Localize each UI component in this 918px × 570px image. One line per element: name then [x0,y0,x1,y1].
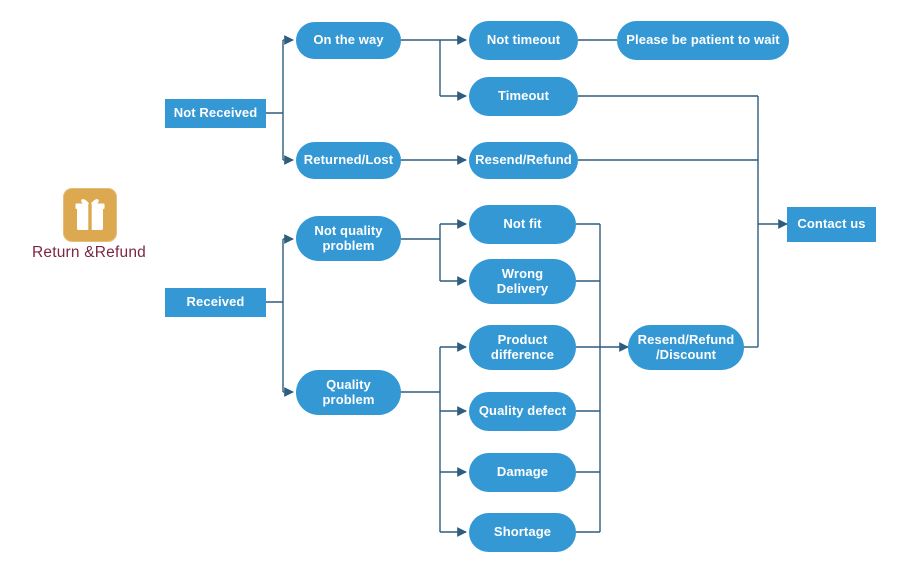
node-label: Contact us [797,216,866,232]
node-label: Product difference [490,331,555,362]
node-label: Not timeout [486,32,561,48]
node-label: Wrong Delivery [496,265,549,296]
node-label: Damage [496,464,549,480]
node-please-be-patient-to-wait[interactable]: Please be patient to wait [617,21,789,60]
node-shortage[interactable]: Shortage [469,513,576,552]
gift-icon [63,188,117,242]
node-resend-refund[interactable]: Resend/Refund [469,142,578,179]
node-received[interactable]: Received [165,288,266,317]
node-not-fit[interactable]: Not fit [469,205,576,244]
node-label: Received [186,294,245,310]
node-label: Quality problem [322,376,375,407]
node-returned-lost[interactable]: Returned/Lost [296,142,401,179]
node-label: Shortage [493,524,552,540]
node-timeout[interactable]: Timeout [469,77,578,116]
node-label: On the way [313,32,384,48]
root-node[interactable]: Return &Refund [14,188,164,266]
node-label: Please be patient to wait [626,32,780,48]
node-resend-refund-discount[interactable]: Resend/Refund /Discount [628,325,744,370]
node-contact-us[interactable]: Contact us [787,207,876,242]
node-product-difference[interactable]: Product difference [469,325,576,370]
node-label: Quality defect [478,403,567,419]
node-on-the-way[interactable]: On the way [296,22,401,59]
node-label: Not fit [503,216,542,232]
root-label: Return &Refund [32,244,146,261]
node-label: Returned/Lost [303,152,394,168]
node-not-received[interactable]: Not Received [165,99,266,128]
node-not-timeout[interactable]: Not timeout [469,21,578,60]
node-not-quality-problem[interactable]: Not quality problem [296,216,401,261]
node-quality-problem[interactable]: Quality problem [296,370,401,415]
node-wrong-delivery[interactable]: Wrong Delivery [469,259,576,304]
node-label: Not quality problem [314,222,383,253]
node-label: Not Received [173,105,258,121]
node-quality-defect[interactable]: Quality defect [469,392,576,431]
node-label: Timeout [497,88,550,104]
node-damage[interactable]: Damage [469,453,576,492]
node-label: Resend/Refund [475,152,572,168]
node-label: Resend/Refund /Discount [637,331,735,362]
